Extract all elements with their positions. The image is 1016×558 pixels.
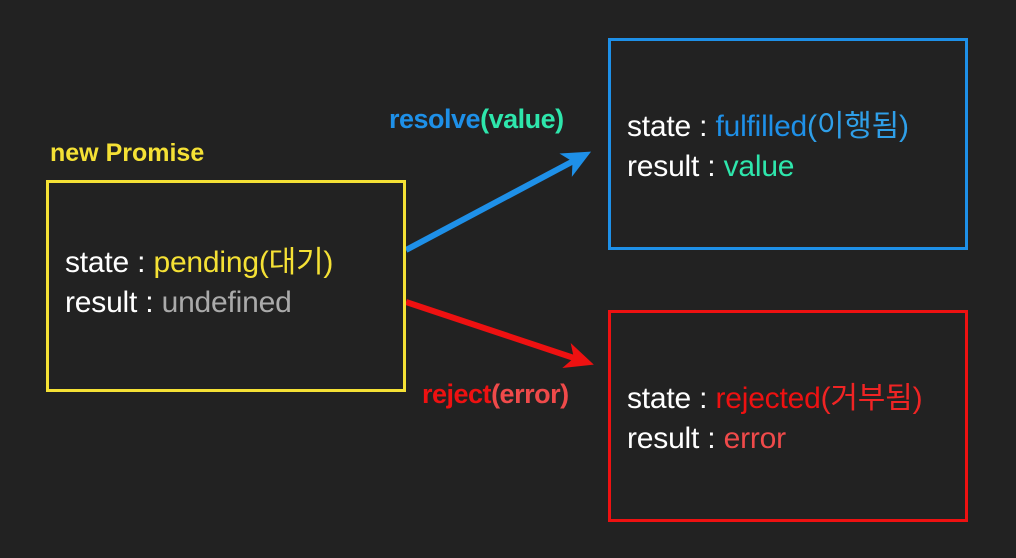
fulfilled-state-key: state bbox=[627, 110, 692, 143]
rejected-state-value-korean: (거부됨) bbox=[820, 382, 923, 415]
resolve-arrow bbox=[404, 151, 592, 253]
pending-result-key: result bbox=[65, 286, 138, 319]
pending-state-box: state : pending(대기) result : undefined bbox=[46, 180, 406, 392]
pending-result-line: result : undefined bbox=[65, 283, 395, 323]
resolve-arrow-label: resolve(value) bbox=[389, 104, 564, 135]
fulfilled-result-key: result bbox=[627, 150, 700, 183]
rejected-state-box: state : rejected(거부됨) result : error bbox=[608, 310, 968, 522]
resolve-argument: (value) bbox=[480, 104, 564, 134]
fulfilled-result-line: result : value bbox=[627, 147, 957, 187]
rejected-result-separator: : bbox=[699, 422, 724, 455]
pending-box-lines: state : pending(대기) result : undefined bbox=[65, 243, 395, 323]
reject-arrow-label: reject(error) bbox=[422, 379, 569, 410]
rejected-box-lines: state : rejected(거부됨) result : error bbox=[627, 379, 957, 459]
rejected-state-separator: : bbox=[691, 382, 716, 415]
fulfilled-state-box: state : fulfilled(이행됨) result : value bbox=[608, 38, 968, 250]
reject-function-name: reject bbox=[422, 379, 492, 409]
new-promise-label: new Promise bbox=[50, 139, 205, 167]
fulfilled-state-separator: : bbox=[691, 110, 716, 143]
fulfilled-result-separator: : bbox=[699, 150, 724, 183]
reject-arrow bbox=[405, 299, 594, 369]
rejected-state-line: state : rejected(거부됨) bbox=[627, 379, 957, 419]
pending-state-separator: : bbox=[129, 246, 154, 279]
pending-result-separator: : bbox=[137, 286, 162, 319]
pending-state-key: state bbox=[65, 246, 130, 279]
fulfilled-state-line: state : fulfilled(이행됨) bbox=[627, 107, 957, 147]
pending-result-value: undefined bbox=[161, 286, 292, 319]
fulfilled-result-value: value bbox=[723, 150, 795, 183]
fulfilled-state-value-korean: (이행됨) bbox=[807, 110, 909, 143]
pending-state-line: state : pending(대기) bbox=[65, 243, 395, 283]
rejected-result-line: result : error bbox=[627, 419, 957, 459]
fulfilled-box-lines: state : fulfilled(이행됨) result : value bbox=[627, 107, 957, 187]
rejected-result-value: error bbox=[723, 422, 787, 455]
fulfilled-state-value: fulfilled bbox=[715, 110, 808, 143]
pending-state-value: pending(대기) bbox=[153, 246, 334, 279]
reject-argument: (error) bbox=[491, 379, 569, 409]
resolve-function-name: resolve bbox=[389, 104, 481, 134]
rejected-state-value: rejected bbox=[715, 382, 821, 415]
rejected-state-key: state bbox=[627, 382, 692, 415]
rejected-result-key: result bbox=[627, 422, 700, 455]
